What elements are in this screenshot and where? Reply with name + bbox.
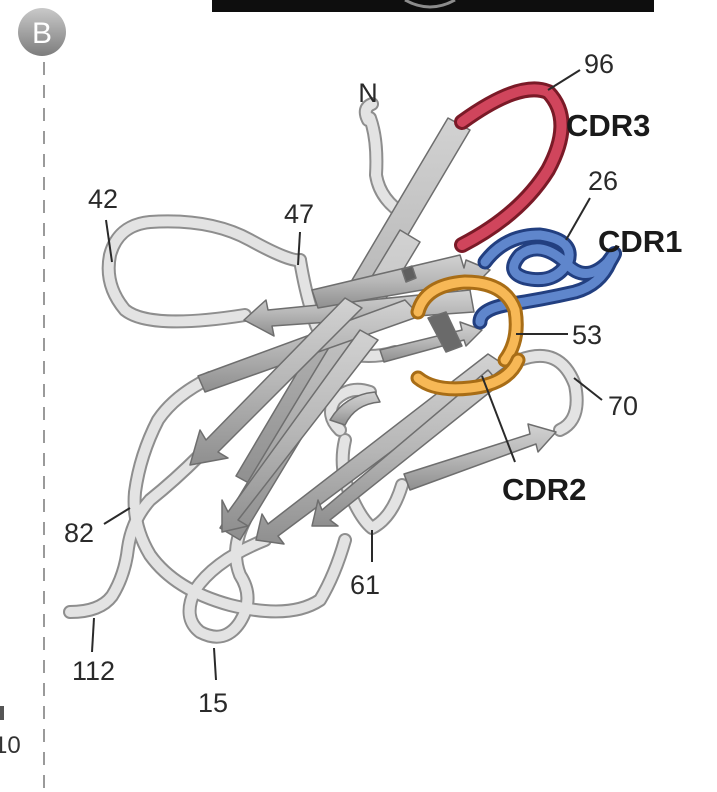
left-edge-fragment: 10 [0, 706, 21, 759]
cdr1-label: CDR1 [598, 224, 682, 259]
residue-label-70: 70 [608, 391, 638, 421]
residue-label-47: 47 [284, 199, 314, 229]
residue-label-26: 26 [588, 166, 618, 196]
cdr3-label: CDR3 [566, 108, 650, 143]
residue-label-82: 82 [64, 518, 94, 548]
residue-label-42: 42 [88, 184, 118, 214]
cdr3-loop [462, 89, 562, 245]
n-terminus-label: N [358, 78, 378, 108]
edge-number: 10 [0, 732, 21, 759]
cdr2-label: CDR2 [502, 472, 586, 507]
photo-strip [212, 0, 654, 12]
strand-k [380, 322, 482, 362]
residue-label-15: 15 [198, 688, 228, 718]
residue-label-53: 53 [572, 320, 602, 350]
cdr1-loop [480, 235, 615, 322]
residue-label-96: 96 [584, 49, 614, 79]
residue-label-112: 112 [72, 656, 115, 686]
panel-label-badge: B [18, 8, 66, 56]
residue-label-61: 61 [350, 570, 380, 600]
panel-label: B [32, 17, 52, 50]
